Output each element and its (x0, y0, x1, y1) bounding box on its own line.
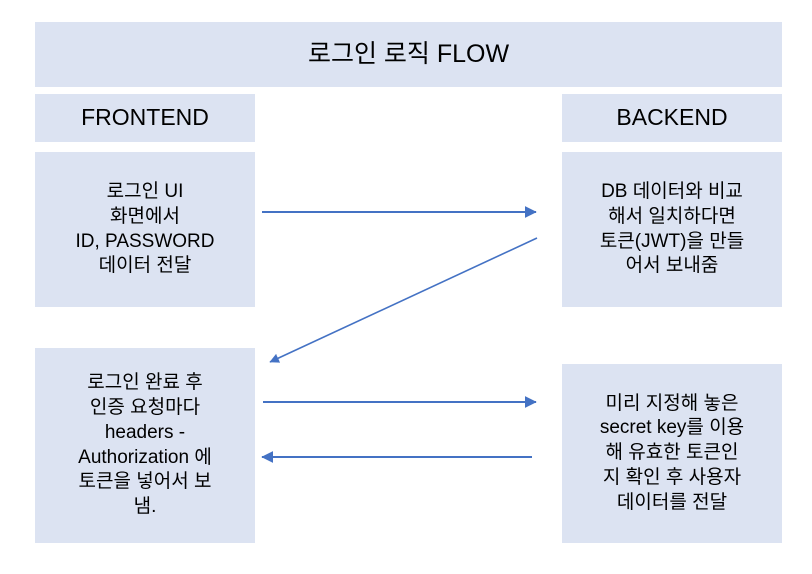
frontend-step-1-box: 로그인 UI 화면에서 ID, PASSWORD 데이터 전달 (35, 152, 255, 307)
column-header-frontend: FRONTEND (35, 94, 255, 142)
arrow-token-to-frontend (269, 237, 538, 363)
backend-step-2-box: 미리 지정해 놓은 secret key를 이용 해 유효한 토큰인 지 확인 … (562, 364, 782, 543)
diagram-title: 로그인 로직 FLOW (35, 22, 782, 87)
backend-step-1-box: DB 데이터와 비교 해서 일치하다면 토큰(JWT)을 만들 어서 보내줌 (562, 152, 782, 307)
column-header-backend: BACKEND (562, 94, 782, 142)
frontend-step-2-box: 로그인 완료 후 인증 요청마다 headers - Authorization… (35, 348, 255, 543)
